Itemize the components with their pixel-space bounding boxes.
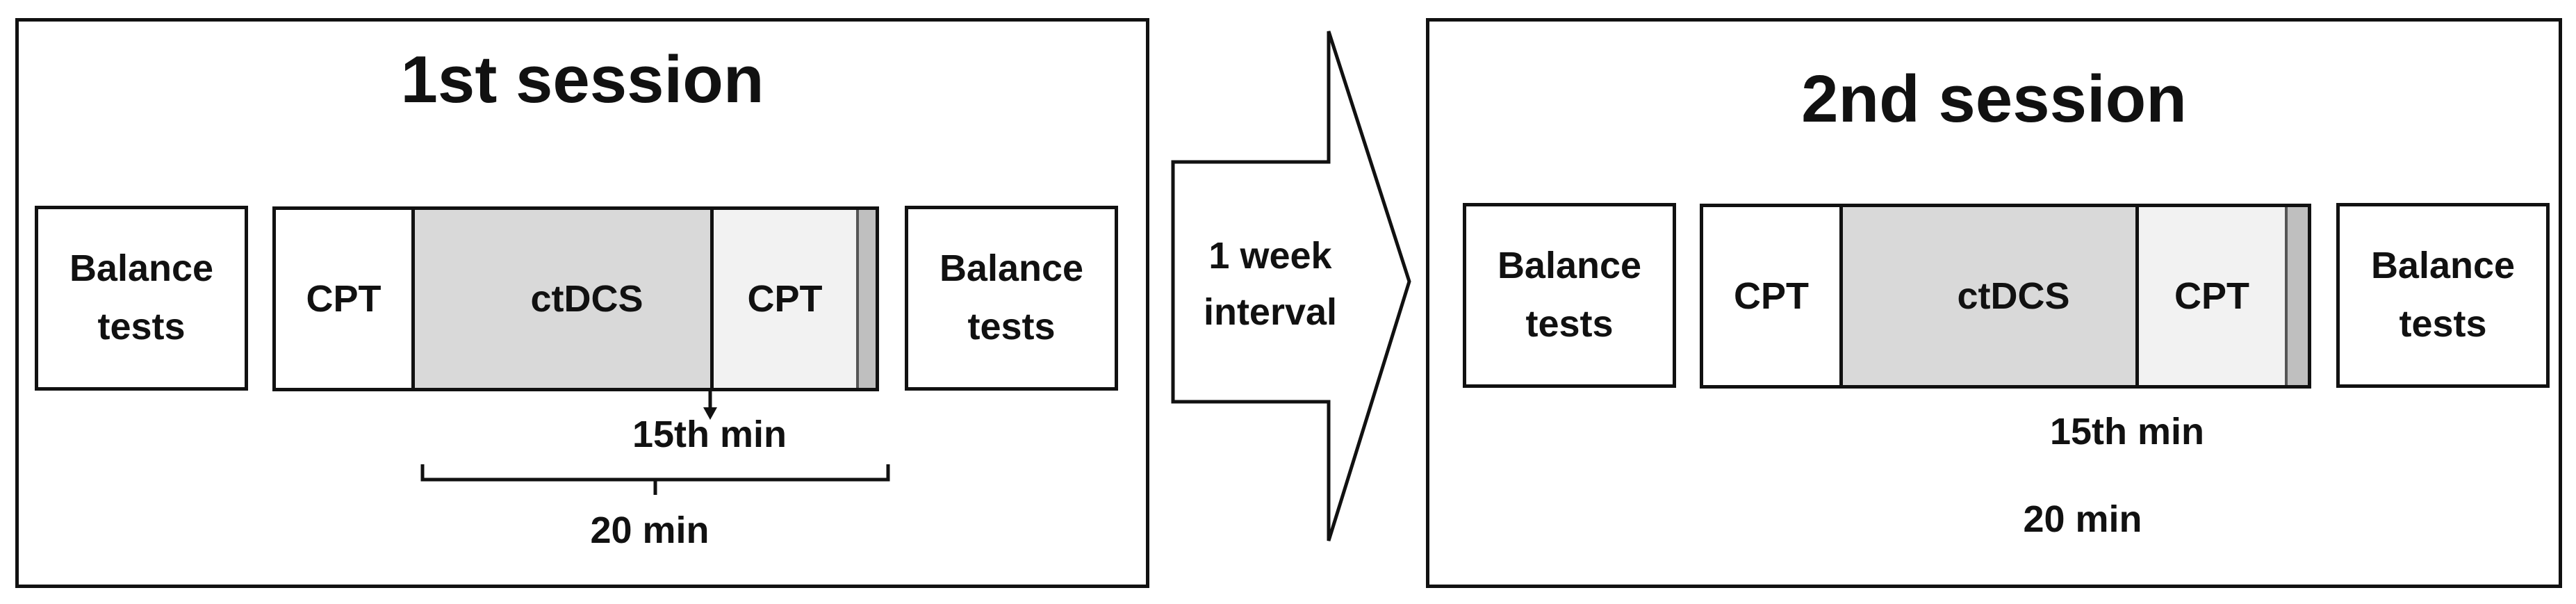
- segment-label: CPT: [747, 278, 823, 320]
- session-1-cpt-during-segment: CPT: [714, 210, 859, 388]
- interval-arrow-label: 1 week interval: [1173, 228, 1368, 341]
- session-1-post-balance-tests: Balance tests: [905, 206, 1118, 391]
- interval-line1: 1 week: [1208, 235, 1332, 277]
- session-2-cpt-baseline-segment: CPT: [1703, 207, 1843, 385]
- session-1-cpt-baseline-segment: CPT: [276, 210, 415, 388]
- box-label-line2: tests: [967, 306, 1056, 348]
- session-1-title: 1st session: [400, 42, 764, 117]
- session-1-15th-min-arrow-icon: [703, 391, 717, 420]
- session-2-title: 2nd session: [1801, 62, 2187, 136]
- box-label-line1: Balance: [2370, 245, 2516, 287]
- segment-label: CPT: [306, 278, 382, 320]
- session-1-stimulation-bar: CPT ctDCS CPT: [272, 206, 879, 391]
- interval-arrow-shape: [1171, 31, 1411, 541]
- session-2-ctdcs-segment: ctDCS: [1843, 207, 2139, 385]
- segment-label: ctDCS: [1957, 275, 2070, 317]
- interval-line2: interval: [1203, 291, 1338, 333]
- session-2-stimulation-bar: CPT ctDCS CPT: [1700, 204, 2311, 389]
- session-2-cpt-during-segment: CPT: [2139, 207, 2288, 385]
- session-1-marker-label: 15th min: [632, 414, 787, 455]
- session-1-bracket-label: 20 min: [590, 509, 709, 551]
- session-1-end-segment: [859, 210, 876, 388]
- session-1-20-min-bracket: [420, 464, 890, 495]
- session-2-end-segment: [2288, 207, 2308, 385]
- session-2-pre-balance-tests: Balance tests: [1463, 203, 1676, 388]
- box-label-line2: tests: [97, 306, 186, 348]
- session-2-post-balance-tests: Balance tests: [2336, 203, 2550, 388]
- session-1-ctdcs-segment: ctDCS: [415, 210, 714, 388]
- box-label-line2: tests: [2399, 303, 2487, 345]
- segment-label: CPT: [1734, 275, 1809, 317]
- session-2-bracket-label: 20 min: [2023, 498, 2142, 540]
- box-label-line1: Balance: [69, 247, 214, 290]
- session-2-marker-label: 15th min: [2049, 411, 2205, 452]
- session-1-pre-balance-tests: Balance tests: [35, 206, 248, 391]
- segment-label: CPT: [2174, 275, 2249, 317]
- box-label-line2: tests: [1525, 303, 1614, 345]
- box-label-line1: Balance: [939, 247, 1084, 290]
- box-label-line1: Balance: [1497, 245, 1642, 287]
- segment-label: ctDCS: [530, 278, 643, 320]
